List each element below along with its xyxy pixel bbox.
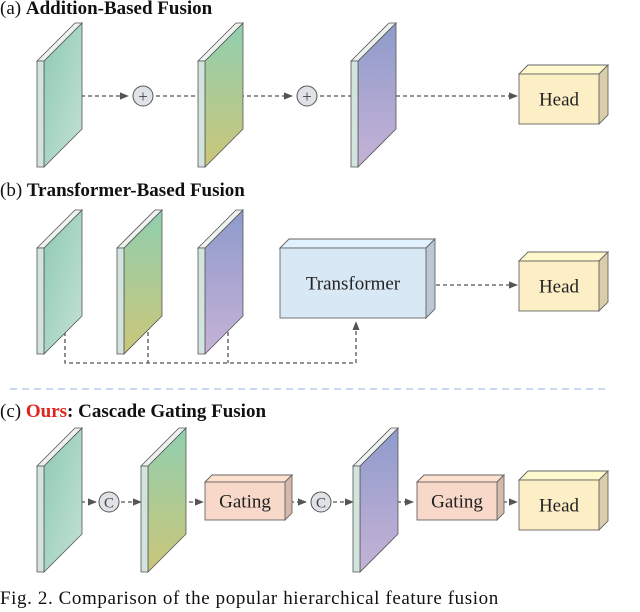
a-add-op-1: +	[132, 85, 154, 107]
c-feature-map-1-edge	[36, 465, 45, 573]
panel-c-title: : Cascade Gating Fusion	[67, 401, 267, 422]
c-feature-map-2-edge	[140, 465, 149, 573]
b-feature-map-3	[197, 209, 244, 355]
panel-c-label: (c) Ours: Cascade Gating Fusion	[0, 401, 266, 423]
c-concat-op-2-symbol: C	[316, 495, 326, 511]
panel-b-label: (b) Transformer-Based Fusion	[0, 180, 245, 202]
panel-a-title: Addition-Based Fusion	[25, 0, 213, 19]
panel-c-ours: Ours	[25, 401, 68, 422]
panel-b-prefix: (b)	[0, 180, 27, 201]
b-feature-map-1	[36, 209, 83, 355]
a-head-block-front	[518, 73, 600, 125]
c-concat-op-1-circle	[98, 491, 120, 513]
c-concat-op-1-symbol: C	[104, 495, 114, 511]
b-transformer-block	[278, 237, 437, 320]
a-add-op-2: +	[296, 85, 318, 107]
c-gating-block-1-front	[204, 481, 286, 521]
c-head-block-top	[517, 470, 610, 481]
b-feature-map-1-face	[43, 209, 83, 355]
a-feature-map-2	[197, 22, 244, 168]
b-transformer-block-top	[278, 238, 437, 249]
a-feature-map-1	[36, 22, 83, 168]
panel-b-title: Transformer-Based Fusion	[26, 180, 245, 201]
c-concat-op-2: C	[310, 491, 332, 513]
b-head-block-front	[518, 260, 600, 312]
c-gating-block-2-top	[415, 474, 506, 483]
c-feature-map-2	[140, 427, 187, 573]
c-feature-map-1	[36, 427, 83, 573]
c-feature-map-3	[352, 427, 399, 573]
c-head-block	[517, 469, 610, 532]
b-feature-map-2-face	[123, 209, 163, 355]
b-transformer-block-label: Transformer	[306, 274, 401, 295]
c-gating-block-2-label: Gating	[431, 492, 483, 513]
a-head-block-label: Head	[539, 90, 580, 111]
c-feature-map-1-face	[43, 427, 83, 573]
a-feature-map-2-edge	[197, 60, 206, 168]
b-head-block-top	[517, 251, 610, 262]
a-add-op-2-symbol: +	[302, 87, 312, 106]
a-feature-map-3	[350, 22, 397, 168]
c-feature-map-3-face	[359, 427, 399, 573]
a-add-op-1-circle	[132, 85, 154, 107]
a-head-block-side	[598, 63, 609, 126]
c-gating-block-1	[203, 473, 294, 522]
b-skip-line-1	[64, 321, 360, 364]
c-feature-map-3-edge	[352, 465, 361, 573]
c-gating-block-2	[415, 473, 506, 522]
b-feature-map-2-edge	[116, 247, 125, 355]
a-add-op-2-circle	[296, 85, 318, 107]
panel-c-prefix: (c)	[0, 401, 26, 422]
c-head-block-label: Head	[539, 496, 580, 517]
a-feature-map-1-edge	[36, 60, 45, 168]
c-gating-block-1-label: Gating	[219, 492, 271, 513]
panel-a-label: (a) Addition-Based Fusion	[0, 0, 212, 20]
c-gating-block-2-front	[416, 481, 498, 521]
c-gating-block-1-top	[203, 474, 294, 483]
figure-caption: Fig. 2. Comparison of the popular hierar…	[0, 588, 499, 609]
b-head-block-side	[598, 250, 609, 313]
c-concat-op-1: C	[98, 491, 120, 513]
a-feature-map-2-face	[204, 22, 244, 168]
c-head-block-side	[598, 469, 609, 532]
b-head-block-label: Head	[539, 277, 580, 298]
b-transformer-block-front	[279, 247, 427, 319]
c-head-block-front	[518, 479, 600, 531]
a-feature-map-1-face	[43, 22, 83, 168]
a-head-block-top	[517, 64, 610, 75]
c-gating-block-2-side	[496, 473, 505, 522]
b-feature-map-3-edge	[197, 247, 206, 355]
a-feature-map-3-face	[357, 22, 397, 168]
c-gating-block-1-side	[284, 473, 293, 522]
a-feature-map-3-edge	[350, 60, 359, 168]
b-transformer-block-side	[425, 237, 436, 320]
panel-a-prefix: (a)	[0, 0, 26, 19]
a-add-op-1-symbol: +	[138, 87, 148, 106]
b-feature-map-1-edge	[36, 247, 45, 355]
c-feature-map-2-face	[147, 427, 187, 573]
b-head-block	[517, 250, 610, 313]
b-feature-map-2	[116, 209, 163, 355]
b-feature-map-3-face	[204, 209, 244, 355]
c-concat-op-2-circle	[310, 491, 332, 513]
a-head-block	[517, 63, 610, 126]
